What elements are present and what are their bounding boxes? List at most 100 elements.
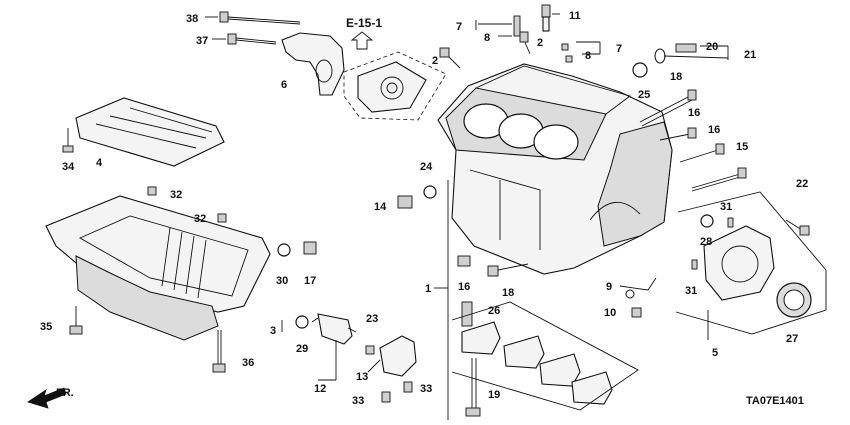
part-label-37[interactable]: 37 (196, 35, 208, 47)
part-label-24[interactable]: 24 (420, 161, 433, 173)
plug-32-upper[interactable] (147, 186, 157, 196)
part-label-18-lower[interactable]: 18 (502, 287, 514, 299)
bolt-16-middle[interactable] (679, 143, 725, 163)
part-label-27[interactable]: 27 (786, 333, 798, 345)
bolt-23[interactable] (365, 345, 375, 355)
oil-pan-ribs (161, 227, 207, 299)
dowel-31-upper[interactable] (727, 217, 734, 228)
bearing-caps-frame (451, 301, 639, 411)
part-label-3[interactable]: 3 (270, 325, 276, 337)
part-label-1[interactable]: 1 (425, 283, 431, 295)
washer-30[interactable] (277, 243, 291, 257)
part-label-12[interactable]: 12 (314, 383, 326, 395)
part-label-20[interactable]: 20 (706, 41, 718, 53)
part-label-16-mid[interactable]: 16 (708, 124, 720, 136)
cover-13[interactable] (379, 335, 417, 377)
dowel-pin-8-left[interactable] (513, 15, 521, 37)
part-label-31-lower[interactable]: 31 (685, 285, 697, 297)
oil-pan-3[interactable] (45, 195, 271, 313)
part-label-23[interactable]: 23 (366, 313, 378, 325)
part-label-10[interactable]: 10 (604, 307, 616, 319)
part-label-32-lower[interactable]: 32 (194, 213, 206, 225)
dowel-pin-8-right[interactable] (561, 43, 573, 63)
bolt-18-top[interactable] (639, 89, 697, 127)
dowel-31-lower[interactable] (691, 259, 698, 270)
water-pump[interactable] (357, 61, 427, 113)
bolt-35[interactable] (69, 306, 83, 335)
part-label-26[interactable]: 26 (488, 305, 500, 317)
part-label-15[interactable]: 15 (736, 141, 748, 153)
part-label-5[interactable]: 5 (712, 347, 718, 359)
part-label-6[interactable]: 6 (281, 79, 287, 91)
bolt-15[interactable] (691, 167, 747, 192)
part-label-17[interactable]: 17 (304, 275, 316, 287)
oring-29[interactable] (295, 315, 309, 329)
bolt-33-right[interactable] (403, 381, 413, 393)
part-label-22[interactable]: 22 (796, 178, 808, 190)
seal-housing-5[interactable] (703, 225, 775, 301)
part-label-33-right[interactable]: 33 (420, 383, 432, 395)
bolt-16-upper[interactable] (659, 127, 697, 141)
part-label-11[interactable]: 11 (569, 10, 581, 22)
part-label-8-right[interactable]: 8 (585, 50, 591, 62)
bolt-38[interactable] (219, 11, 301, 25)
plug-14[interactable] (397, 185, 437, 209)
reference-label[interactable]: E-15-1 (346, 16, 382, 30)
part-label-38[interactable]: 38 (186, 13, 198, 25)
solenoid-12[interactable] (317, 313, 353, 345)
bolt-20[interactable] (675, 43, 697, 53)
front-arrow-icon (27, 387, 67, 409)
part-label-29[interactable]: 29 (296, 343, 308, 355)
part-label-13[interactable]: 13 (356, 371, 368, 383)
part-label-16-top[interactable]: 16 (688, 107, 700, 119)
bolt-36[interactable] (212, 330, 226, 373)
part-label-19[interactable]: 19 (488, 389, 500, 401)
bolt-37[interactable] (227, 33, 277, 45)
bolt-10[interactable] (631, 307, 642, 318)
seal-28[interactable] (700, 214, 714, 228)
bolt-2-left[interactable] (439, 47, 461, 69)
bolt-22[interactable] (785, 219, 810, 236)
part-label-32-upper[interactable]: 32 (170, 189, 182, 201)
part-label-25[interactable]: 25 (638, 89, 650, 101)
washer-21[interactable] (654, 48, 666, 64)
bolt-19[interactable] (465, 358, 481, 417)
reference-arrow-icon (350, 31, 374, 50)
bolt-2-right[interactable] (519, 31, 531, 55)
part-label-2-top[interactable]: 2 (537, 37, 543, 49)
baffle-plate-4[interactable] (75, 97, 225, 167)
part-label-9[interactable]: 9 (606, 281, 612, 293)
part-label-34[interactable]: 34 (62, 161, 75, 173)
water-pump-outline (343, 51, 447, 121)
part-label-21[interactable]: 21 (744, 49, 756, 61)
part-label-31-upper[interactable]: 31 (720, 201, 732, 213)
part-label-8-left[interactable]: 8 (484, 32, 490, 44)
bearing-caps-26[interactable] (461, 301, 613, 405)
washer-25[interactable] (632, 62, 648, 78)
part-label-16-lower[interactable]: 16 (458, 281, 470, 293)
part-label-18-top[interactable]: 18 (670, 71, 682, 83)
bolt-18-lower[interactable] (487, 263, 529, 277)
sensor-11[interactable] (541, 4, 551, 32)
bolt-16-lower[interactable] (457, 255, 471, 267)
part-label-28[interactable]: 28 (700, 236, 712, 248)
bolt-34[interactable] (62, 128, 74, 153)
part-label-2-left[interactable]: 2 (432, 55, 438, 67)
oil-pan-sump (75, 255, 219, 341)
bolt-33-left[interactable] (381, 391, 391, 403)
bolt-17[interactable] (303, 241, 317, 255)
part-label-7-right[interactable]: 7 (616, 43, 622, 55)
part-label-7-left[interactable]: 7 (456, 21, 462, 33)
part-label-14[interactable]: 14 (374, 201, 387, 213)
part-label-35[interactable]: 35 (40, 321, 52, 333)
seal-housing-outline (675, 191, 827, 335)
bracket-6[interactable] (281, 32, 345, 96)
part-label-30[interactable]: 30 (276, 275, 288, 287)
front-label: FR. (56, 387, 74, 399)
leader-lines (281, 13, 729, 420)
part-label-36[interactable]: 36 (242, 357, 254, 369)
part-label-4[interactable]: 4 (96, 157, 103, 169)
part-label-33-left[interactable]: 33 (352, 395, 364, 407)
plug-32-lower[interactable] (217, 213, 227, 223)
sensor-9[interactable] (619, 277, 657, 299)
